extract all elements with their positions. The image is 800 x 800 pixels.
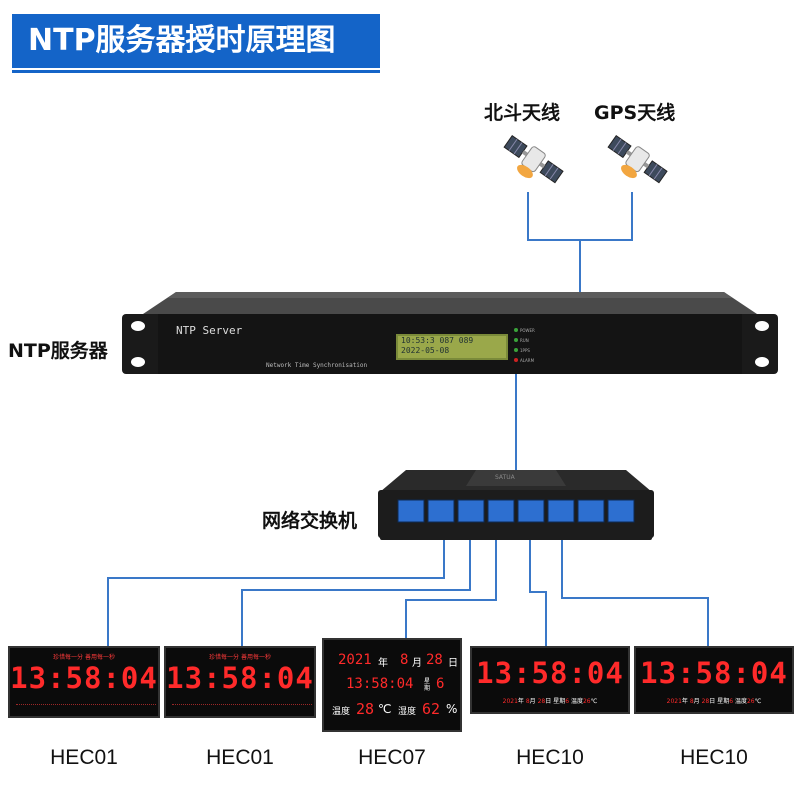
clock-temp: 26	[746, 698, 755, 705]
clock-month-unit: 月	[412, 658, 422, 669]
clock-month-unit: 月	[693, 698, 700, 705]
clock-month: 8	[525, 698, 530, 705]
beidou-satellite-icon	[503, 134, 564, 184]
beidou-antenna-label: 北斗天线	[484, 102, 561, 124]
clock-label: HEC10	[680, 746, 748, 769]
clock-temp-label: 温度	[570, 698, 583, 705]
network-switch-device	[378, 470, 654, 540]
wire-clock-2	[241, 540, 471, 648]
switch-ports	[397, 499, 635, 523]
title-underline	[12, 70, 380, 73]
wire-clock-4	[529, 540, 547, 648]
clock-day: 28	[701, 698, 710, 705]
clock-day: 28	[426, 652, 443, 668]
clock-hec10-b: 13:58:04 2021年 8月 28日 星期6 温度26℃	[634, 646, 794, 714]
server-lcd-display: 10:53:3 087 089 2022-05-08	[401, 336, 473, 356]
clock-week-label: 星期	[553, 698, 566, 705]
clock-temp: 26	[582, 698, 591, 705]
clock-time: 13:58:04	[476, 656, 624, 690]
clock-hum-label: 湿度	[398, 707, 417, 717]
clock-date-row	[172, 704, 312, 711]
clock-label: HEC07	[358, 746, 426, 769]
antenna-wire	[527, 192, 633, 241]
clock-time: 13:58:04	[10, 661, 158, 695]
clock-hec07: 2021 年 8 月 28 日 13:58:04 星期 6 温度 28 ℃ 湿度…	[322, 638, 462, 732]
clock-temp-label: 温度	[332, 707, 351, 717]
clock-week: 6	[436, 676, 445, 692]
clock-hec01-a: 珍惜每一分 善用每一秒 13:58:04	[8, 646, 160, 718]
clock-week: 6	[729, 698, 734, 705]
lcd-line-1: 10:53:3 087 089	[401, 336, 474, 345]
clock-date-row: 2021年 8月 28日 星期6 温度26℃	[636, 696, 792, 705]
clock-day: 28	[537, 698, 546, 705]
clock-year: 2021	[666, 698, 682, 705]
led-label-1pps: 1PPS	[520, 348, 530, 353]
clock-month: 8	[689, 698, 694, 705]
server-subtitle-text: Network Time Synchronisation	[266, 362, 368, 369]
network-switch-label: 网络交换机	[262, 510, 358, 532]
clock-time: 13:58:04	[640, 656, 788, 690]
clock-top-text: 珍惜每一分 善用每一秒	[209, 654, 271, 661]
clock-hec01-b: 珍惜每一分 善用每一秒 13:58:04	[164, 646, 316, 718]
clock-label: HEC01	[206, 746, 274, 769]
clock-temp-unit: ℃	[754, 698, 762, 705]
led-label-run: RUN	[520, 338, 529, 343]
clock-day-unit: 日	[545, 698, 552, 705]
clock-week: 6	[565, 698, 570, 705]
switch-brand-text: SATUA	[495, 474, 515, 481]
clock-time: 13:58:04	[166, 661, 314, 695]
clock-day-unit: 日	[448, 658, 458, 669]
clock-year: 2021	[502, 698, 518, 705]
clock-label: HEC01	[50, 746, 118, 769]
clock-time: 13:58:04	[346, 676, 414, 692]
ntp-server-device	[122, 292, 778, 374]
lcd-line-2: 2022-05-08	[401, 346, 450, 355]
led-label-power: POWER	[520, 328, 535, 333]
clock-hum-unit: %	[446, 702, 458, 716]
wire-clock-5	[561, 540, 709, 648]
server-brand-text: NTP Server	[176, 324, 243, 337]
clock-year-unit: 年	[378, 658, 388, 669]
clock-top-text: 珍惜每一分 善用每一秒	[53, 654, 115, 661]
ntp-server-label: NTP服务器	[8, 340, 108, 362]
clock-temp-label: 温度	[734, 698, 747, 705]
clock-month-unit: 月	[529, 698, 536, 705]
clock-week-label: 星期	[717, 698, 730, 705]
clock-year-unit: 年	[681, 698, 688, 705]
clock-temp-unit: ℃	[378, 702, 392, 716]
clock-week-unit: 星期	[424, 678, 431, 692]
clock-year-unit: 年	[517, 698, 524, 705]
page-title: NTP服务器授时原理图	[12, 14, 380, 68]
clock-label: HEC10	[516, 746, 584, 769]
clock-temp-unit: ℃	[590, 698, 598, 705]
clock-date-row	[16, 704, 156, 711]
wire-clock-1	[107, 540, 445, 648]
server-led-labels: POWER RUN 1PPS ALARM	[520, 326, 535, 366]
clock-year: 2021	[338, 652, 372, 668]
clock-hec10-a: 13:58:04 2021年 8月 28日 星期6 温度26℃	[470, 646, 630, 714]
gps-satellite-icon	[607, 134, 668, 184]
clock-month: 8	[400, 652, 409, 668]
wire-clock-3	[405, 540, 497, 640]
gps-antenna-label: GPS天线	[594, 102, 676, 124]
led-label-alarm: ALARM	[520, 358, 535, 363]
clock-day-unit: 日	[709, 698, 716, 705]
clock-date-row: 2021年 8月 28日 星期6 温度26℃	[472, 696, 628, 705]
clock-temp: 28	[356, 700, 375, 718]
clock-hum: 62	[422, 700, 441, 718]
